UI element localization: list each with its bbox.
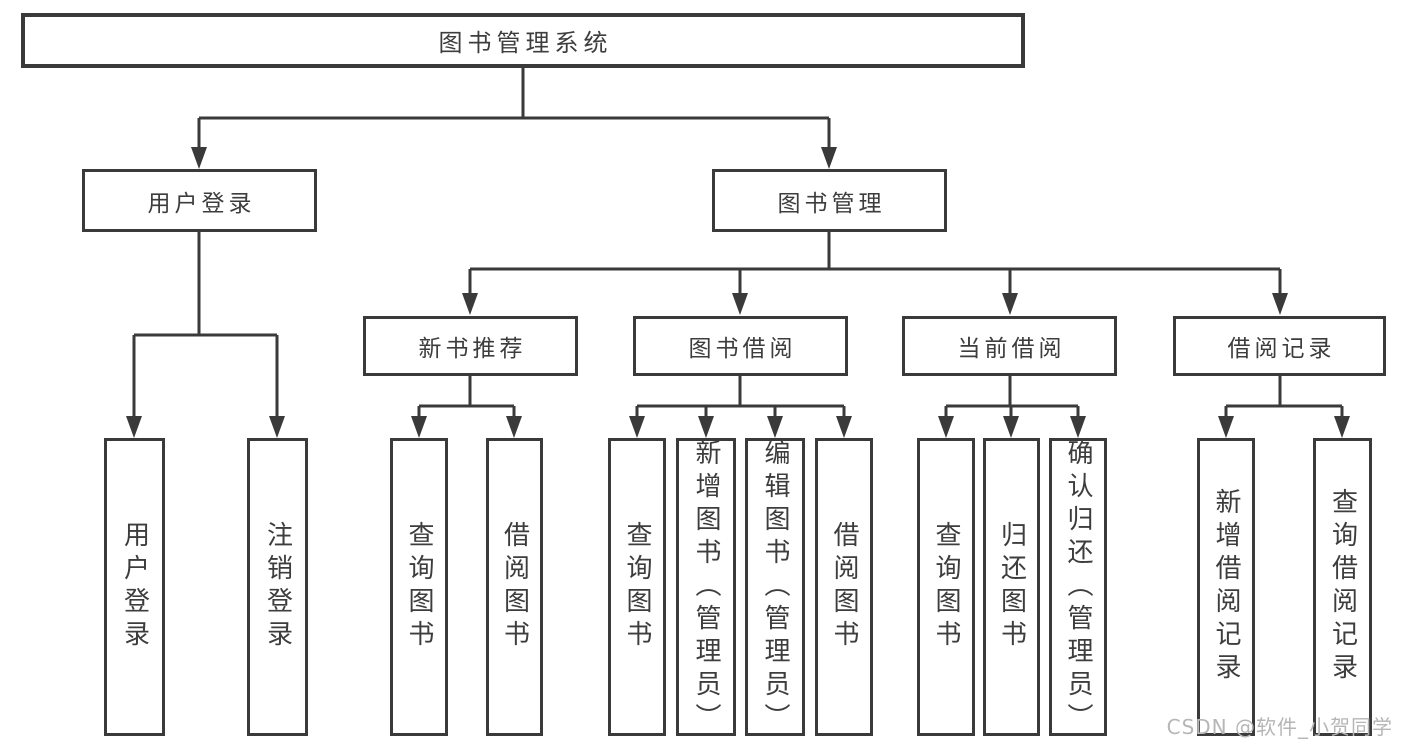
- leaf-borrow-books: 借阅图书: [815, 438, 873, 736]
- node-label: 新增借阅记录: [1211, 488, 1241, 686]
- node-user-login: 用户登录: [82, 169, 317, 232]
- node-label: 注销登录: [262, 521, 293, 653]
- leaf-logout: 注销登录: [247, 438, 308, 736]
- node-book-management: 图书管理: [712, 169, 947, 232]
- node-label: 查询借阅记录: [1327, 488, 1358, 686]
- leaf-confirm-return-admin: 确认归还（管理员）: [1049, 438, 1107, 736]
- node-label: 借阅图书: [499, 521, 530, 653]
- leaf-query-borrow-record: 查询借阅记录: [1313, 438, 1372, 736]
- node-label: 用户登录: [119, 521, 150, 653]
- node-label: 图书管理: [777, 190, 886, 217]
- node-new-book-recommendation: 新书推荐: [363, 316, 578, 376]
- leaf-return-books: 归还图书: [983, 438, 1040, 736]
- node-label: 借阅图书: [829, 521, 859, 653]
- node-label: 编辑图书（管理员）: [760, 438, 790, 736]
- leaf-query-books: 查询图书: [390, 438, 448, 736]
- node-label: 确认归还（管理员）: [1063, 438, 1093, 736]
- node-current-borrowing: 当前借阅: [902, 316, 1117, 376]
- node-label: 归还图书: [996, 521, 1027, 653]
- leaf-borrow-books: 借阅图书: [486, 438, 543, 736]
- node-label: 新增图书（管理员）: [691, 438, 721, 736]
- leaf-edit-books-admin: 编辑图书（管理员）: [745, 438, 805, 736]
- node-library-system: 图书管理系统: [21, 13, 1025, 68]
- node-label: 借阅记录: [1227, 336, 1336, 362]
- leaf-query-books: 查询图书: [608, 438, 666, 736]
- leaf-query-books: 查询图书: [917, 438, 975, 736]
- node-label: 用户登录: [147, 190, 256, 217]
- node-label: 查询图书: [404, 521, 434, 653]
- node-label: 查询图书: [622, 521, 652, 653]
- node-book-borrowing: 图书借阅: [633, 316, 848, 376]
- node-label: 图书借阅: [688, 336, 797, 362]
- leaf-add-borrow-record: 新增借阅记录: [1197, 438, 1255, 736]
- node-label: 图书管理系统: [438, 29, 613, 57]
- leaf-add-books-admin: 新增图书（管理员）: [676, 438, 736, 736]
- watermark: CSDN @软件_小贺同学: [1166, 715, 1393, 739]
- node-label: 新书推荐: [418, 336, 527, 362]
- node-borrowing-records: 借阅记录: [1173, 316, 1386, 376]
- node-label: 查询图书: [931, 521, 961, 653]
- node-label: 当前借阅: [957, 336, 1066, 362]
- leaf-user-login: 用户登录: [104, 438, 165, 736]
